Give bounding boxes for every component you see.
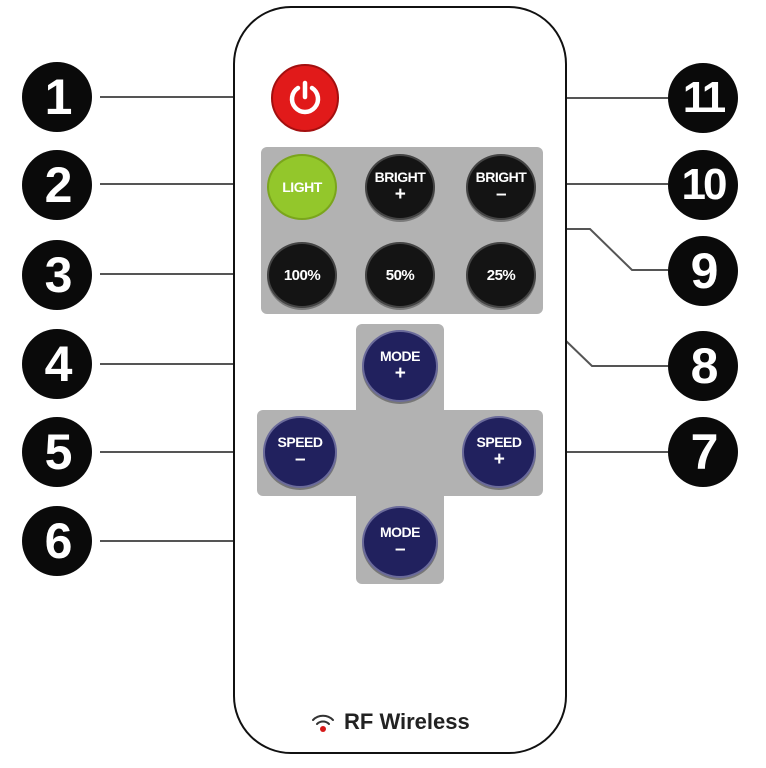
brand-text: RF Wireless [344,709,470,734]
callout-9-label: 9 [690,243,719,299]
callout-9: 9 [668,236,738,306]
callout-2-label: 2 [44,157,73,213]
callout-10: 10 [668,150,738,220]
speed-up-button[interactable]: SPEED + [462,416,536,488]
callout-3-label: 3 [44,247,73,303]
callout-4-label: 4 [44,336,73,392]
callout-11: 11 [668,63,738,133]
wireless-signal-icon [312,714,334,732]
brightness-100-button[interactable]: 100% [267,242,337,308]
power-icon [289,80,321,115]
callout-11-label: 11 [682,73,726,122]
minus-icon: – [495,184,507,205]
speed-down-button[interactable]: SPEED – [263,416,337,488]
callout-2: 2 [22,150,92,220]
callout-10-label: 10 [681,160,728,209]
callout-6: 6 [22,506,92,576]
brightness-25-label: 25% [486,266,516,284]
callout-3: 3 [22,240,92,310]
minus-icon: – [394,539,406,560]
callout-7: 7 [668,417,738,487]
minus-icon: – [294,449,306,470]
brightness-50-label: 50% [385,266,415,284]
plus-icon: + [493,449,505,470]
callout-5-label: 5 [44,424,73,480]
brightness-100-label: 100% [283,266,321,284]
light-button-label: LIGHT [282,179,322,195]
callout-7-label: 7 [690,424,719,480]
callout-4: 4 [22,329,92,399]
callout-8: 8 [668,331,738,401]
callout-5: 5 [22,417,92,487]
plus-icon: + [394,184,406,205]
plus-icon: + [394,363,406,384]
callout-1: 1 [22,62,92,132]
brightness-50-button[interactable]: 50% [365,242,435,308]
mode-down-label: MODE [380,524,421,540]
bright-up-button[interactable]: BRIGHT + [365,154,435,220]
bright-up-label: BRIGHT [374,169,426,185]
bright-down-label: BRIGHT [475,169,527,185]
mode-down-button[interactable]: MODE – [362,506,438,578]
brightness-25-button[interactable]: 25% [466,242,536,308]
power-button[interactable] [271,64,339,132]
speed-up-label: SPEED [476,434,522,450]
brand-row: RF Wireless [310,706,500,738]
callout-1-label: 1 [44,69,73,125]
callout-8-label: 8 [690,338,719,394]
light-button[interactable]: LIGHT [267,154,337,220]
speed-down-label: SPEED [277,434,323,450]
callout-6-label: 6 [44,513,73,569]
bright-down-button[interactable]: BRIGHT – [466,154,536,220]
mode-up-label: MODE [380,348,421,364]
mode-up-button[interactable]: MODE + [362,330,438,402]
